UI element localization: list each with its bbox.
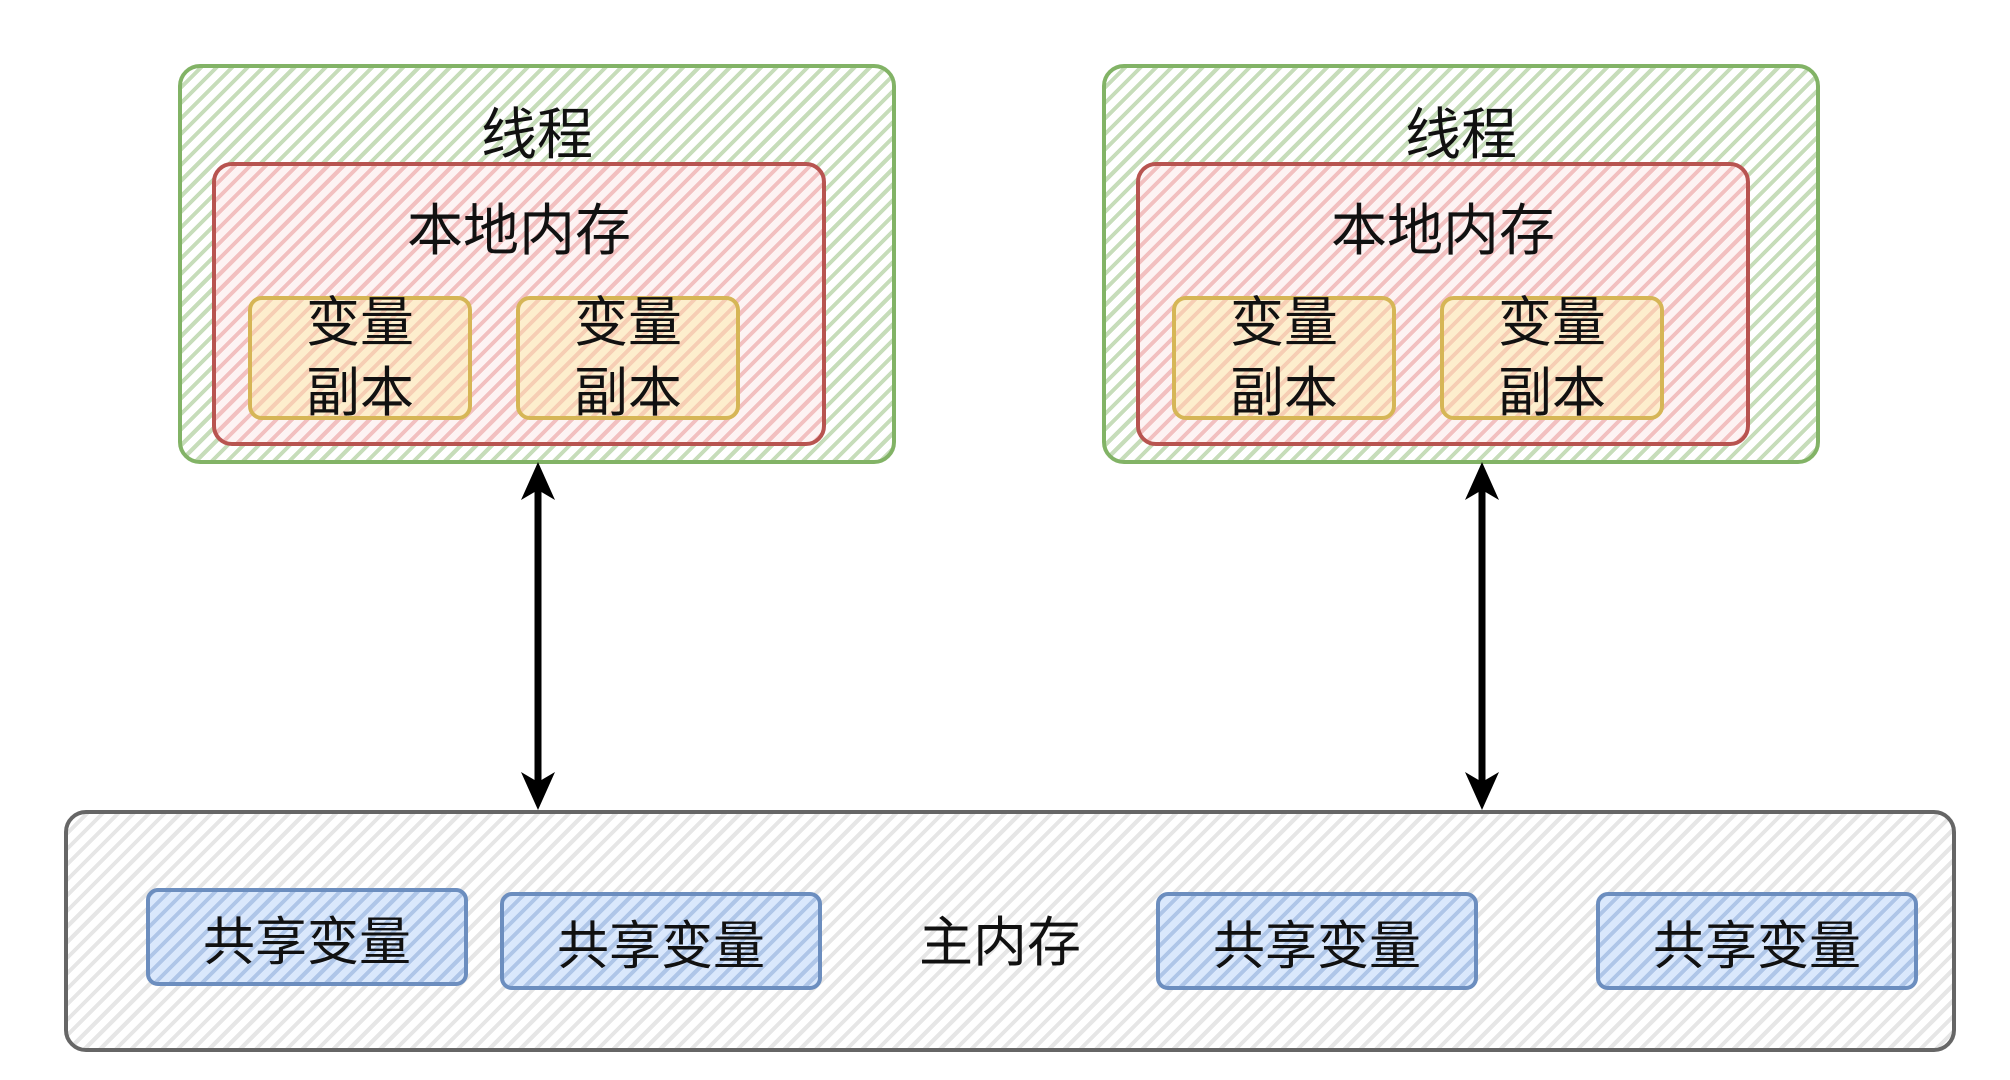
thread-title-2: 线程: [1405, 103, 1517, 168]
variable-copy-2-2: 变量 副本: [1440, 291, 1664, 424]
shared-variable-4: 共享变量: [1596, 892, 1918, 990]
shared-variable-label: 共享变量: [1652, 916, 1861, 977]
variable-copy-line1: 变量: [1498, 291, 1606, 354]
variable-copy-line2: 副本: [574, 361, 682, 424]
variable-copy-line2: 副本: [1498, 361, 1606, 424]
variable-copy-1-1: 变量 副本: [248, 291, 472, 424]
shared-variable-2: 共享变量: [500, 892, 822, 990]
variable-copy-line2: 副本: [1230, 361, 1338, 424]
variable-copy-line1: 变量: [1230, 291, 1338, 354]
shared-variable-1: 共享变量: [146, 888, 468, 986]
variable-copy-line1: 变量: [306, 291, 414, 354]
local-memory-label-1: 本地内存: [407, 199, 631, 264]
shared-variable-3: 共享变量: [1156, 892, 1478, 990]
shared-variable-label: 共享变量: [556, 916, 765, 977]
main-memory-label: 主内存: [919, 911, 1081, 974]
variable-copy-line1: 变量: [574, 291, 682, 354]
arrow-thread2-main: [1465, 462, 1499, 810]
arrow-thread1-main: [521, 462, 555, 810]
variable-copy-2-1: 变量 副本: [1172, 291, 1396, 424]
thread-title-1: 线程: [481, 103, 593, 168]
shared-variable-label: 共享变量: [1212, 916, 1421, 977]
variable-copy-1-2: 变量 副本: [516, 291, 740, 424]
variable-copy-line2: 副本: [306, 361, 414, 424]
local-memory-label-2: 本地内存: [1331, 199, 1555, 264]
shared-variable-label: 共享变量: [202, 912, 411, 973]
